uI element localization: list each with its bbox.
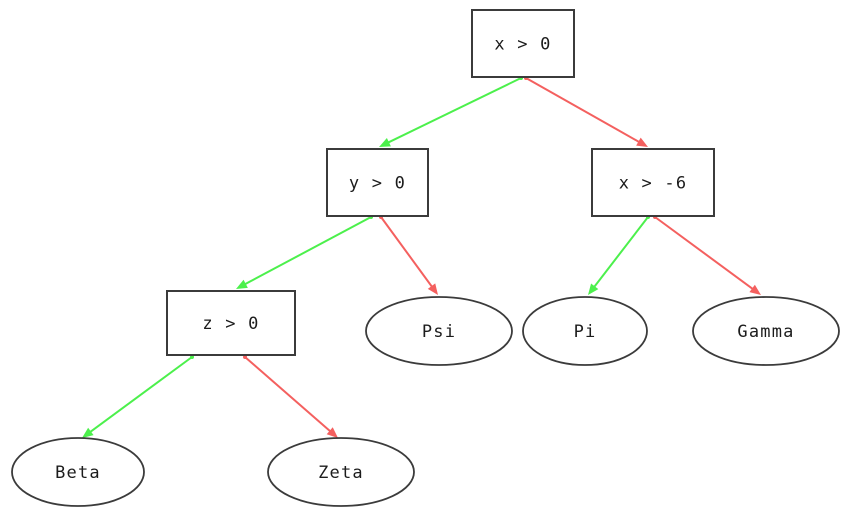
leaf-node[interactable]: Pi — [522, 296, 648, 366]
edge-arrowhead-icon — [82, 427, 94, 438]
edge-line — [525, 77, 641, 144]
edges-layer — [82, 76, 761, 438]
node-label: Beta — [55, 463, 101, 483]
edge-arrowhead-icon — [636, 137, 648, 147]
edge-line — [380, 216, 434, 289]
node-ellipse-shape — [522, 296, 648, 366]
node-label: Psi — [422, 322, 456, 342]
leaf-node[interactable]: Gamma — [692, 296, 840, 366]
node-ellipse-shape — [692, 296, 840, 366]
node-box-shape — [471, 9, 575, 78]
node-label: y > 0 — [349, 174, 406, 194]
node-box-shape — [591, 148, 715, 217]
edge-arrowhead-icon — [236, 279, 248, 289]
edge-line — [592, 216, 649, 289]
edge-line — [244, 356, 332, 433]
node-ellipse-shape — [365, 296, 513, 366]
edge-line — [654, 216, 755, 291]
tree-edge — [82, 355, 194, 438]
tree-edge — [236, 215, 373, 289]
leaf-node[interactable]: Zeta — [267, 437, 415, 507]
tree-edge — [524, 76, 648, 147]
node-ellipse-shape — [11, 437, 145, 507]
node-label: z > 0 — [202, 314, 259, 334]
node-ellipse-shape — [267, 437, 415, 507]
node-label: Pi — [574, 322, 597, 342]
node-label: Gamma — [737, 322, 794, 342]
decision-node[interactable]: x > 0 — [471, 9, 575, 78]
leaf-node[interactable]: Beta — [11, 437, 145, 507]
node-box-shape — [166, 290, 296, 356]
edge-arrowhead-icon — [326, 427, 338, 438]
tree-edge — [243, 355, 338, 438]
edge-arrowhead-icon — [588, 283, 599, 295]
edge-arrowhead-icon — [749, 284, 761, 295]
tree-edge — [588, 215, 650, 295]
tree-edge — [379, 215, 438, 295]
node-box-shape — [326, 148, 429, 217]
tree-edge — [653, 215, 761, 295]
edge-arrowhead-icon — [427, 283, 438, 295]
decision-node[interactable]: y > 0 — [326, 148, 429, 217]
edge-line — [88, 356, 193, 434]
edge-line — [386, 77, 522, 144]
node-label: x > 0 — [494, 35, 551, 55]
decision-node[interactable]: x > -6 — [591, 148, 715, 217]
decision-node[interactable]: z > 0 — [166, 290, 296, 356]
node-label: x > -6 — [619, 174, 688, 194]
tree-edge — [379, 76, 523, 147]
edge-line — [243, 216, 372, 286]
node-label: Zeta — [318, 463, 364, 483]
leaf-node[interactable]: Psi — [365, 296, 513, 366]
edge-arrowhead-icon — [379, 138, 391, 147]
